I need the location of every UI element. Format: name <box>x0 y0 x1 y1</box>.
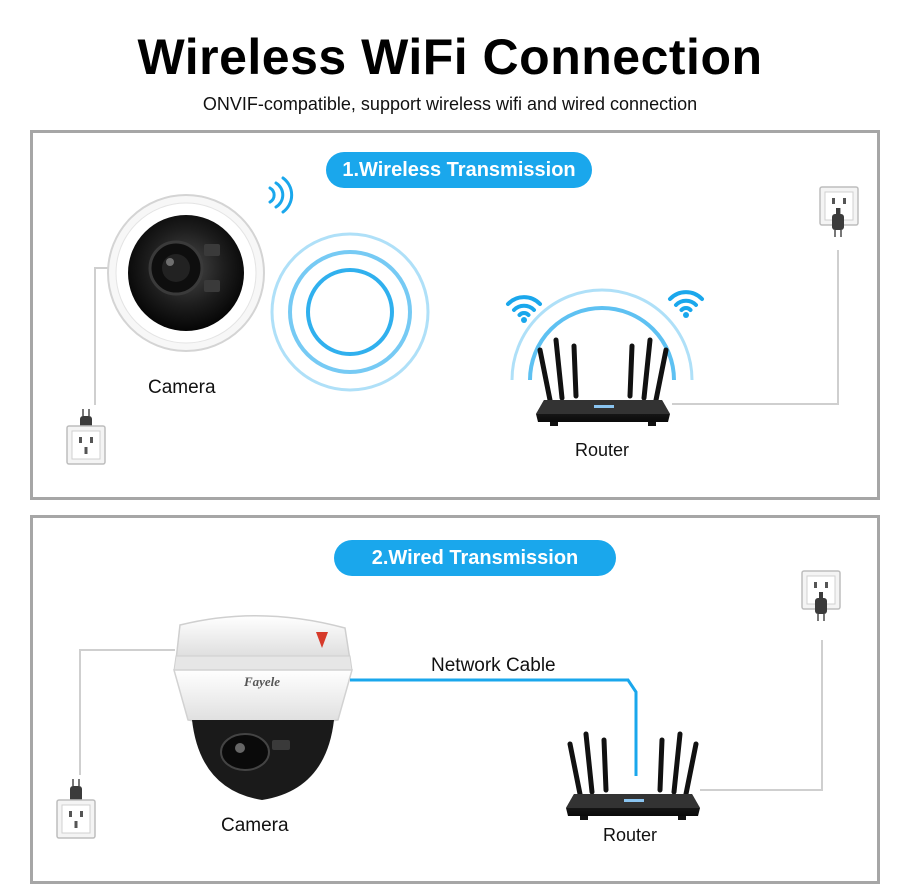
camera-signal-icon <box>268 176 294 214</box>
camera-top-view-icon <box>107 194 265 352</box>
router-power-wire <box>672 250 839 405</box>
router-wifi-right-icon <box>668 290 704 320</box>
wired-heading: 2.Wired Transmission <box>334 540 616 576</box>
wired-router-icon <box>566 734 700 820</box>
wired-panel <box>30 515 880 884</box>
page-title: Wireless WiFi Connection <box>137 29 763 85</box>
router-icon <box>536 340 670 426</box>
network-cable <box>350 678 638 776</box>
camera-brand-logo: Fayele <box>243 674 280 689</box>
wired-camera-label: Camera <box>221 815 289 836</box>
wired-camera-outlet-icon <box>56 799 96 839</box>
dome-camera-icon <box>173 614 353 800</box>
wireless-camera-label: Camera <box>148 377 216 398</box>
wired-router-power-wire <box>700 640 823 791</box>
camera-outlet-icon <box>66 425 106 465</box>
wired-camera-power-wire <box>79 649 175 775</box>
wireless-heading: 1.Wireless Transmission <box>326 152 592 188</box>
wireless-router-label: Router <box>575 440 630 460</box>
page-subtitle: ONVIF-compatible, support wireless wifi … <box>202 94 698 114</box>
network-cable-label: Network Cable <box>431 655 556 676</box>
wireless-wave-rings <box>270 232 430 392</box>
wired-router-label: Router <box>603 825 658 845</box>
